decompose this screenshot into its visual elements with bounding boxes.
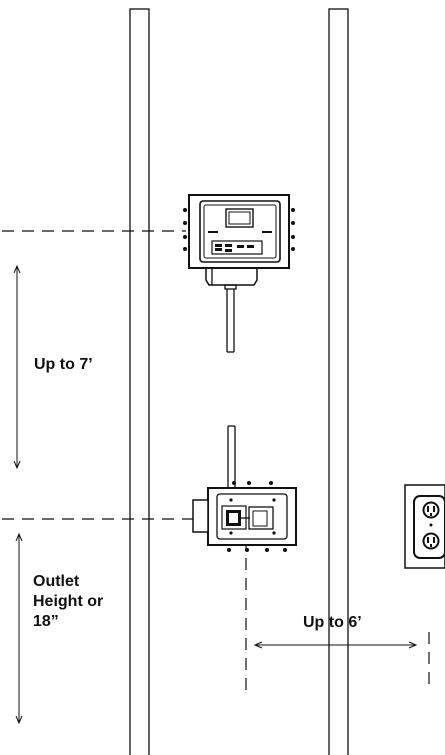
vertical-max-dimension: [13, 264, 21, 470]
outlet-height-label-line-1: Outlet: [33, 573, 80, 590]
horizontal-max-label: Up to 6’: [303, 614, 362, 631]
wall-stud-right: [328, 8, 349, 755]
outlet-height-dimension: [15, 532, 23, 725]
horizontal-max-dimension: [253, 641, 418, 649]
outlet-height-label: Outlet Height or 18”: [33, 572, 143, 632]
controller-enclosure-icon: [183, 194, 295, 353]
power-box-icon: [192, 425, 297, 552]
outlet-height-label-line-2: Height or: [33, 593, 104, 610]
wall-stud-left: [129, 8, 150, 755]
duplex-outlet-icon: [404, 484, 445, 569]
vertical-max-label: Up to 7’: [34, 356, 93, 373]
outlet-height-label-line-3: 18”: [33, 613, 59, 630]
